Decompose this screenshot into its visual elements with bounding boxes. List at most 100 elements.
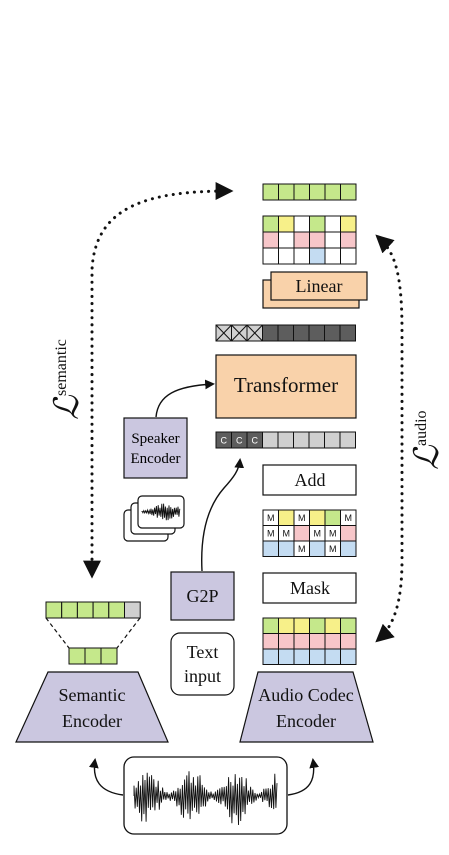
input-token-5	[293, 431, 310, 449]
logit-cell-r1-c1	[278, 231, 295, 249]
add-label: Add	[295, 470, 326, 490]
input-token-6	[308, 431, 325, 449]
semantic-encoder-label-line2: Encoder	[62, 711, 122, 731]
audio-codec-encoder-label-line2: Encoder	[276, 711, 336, 731]
speaker-encoder-label-line1: Speaker	[131, 431, 179, 447]
codec-cell-r0-c2	[293, 617, 310, 634]
arrow-g2p-to-input-sequence	[201, 458, 245, 572]
projection-dash-left	[45, 617, 70, 649]
logit-cell-r2-c4	[324, 247, 341, 265]
condition-token-letter: C	[236, 435, 243, 445]
mask-block: Mask	[262, 572, 357, 604]
audio-codec-encoder-block: Audio Codec Encoder	[239, 671, 374, 743]
codec-cell-r1-c0	[262, 633, 279, 650]
logit-cell-r0-c4	[324, 215, 341, 233]
codec-cell-r0-c3	[309, 617, 326, 634]
masked-cell-r2-c1	[278, 540, 295, 557]
input-token-4	[277, 431, 294, 449]
text-input-box	[170, 632, 235, 696]
transformer-label: Transformer	[234, 373, 338, 397]
linear-block-front	[270, 271, 368, 301]
logit-cell-r1-c3	[309, 231, 326, 249]
cross-line	[246, 324, 263, 342]
masked-cell-r0-c4	[324, 509, 341, 526]
logit-cell-r1-c0	[262, 231, 279, 249]
semantic-loss-superscript: semantic	[53, 339, 70, 396]
audio-codec-encoder-label-line1: Audio Codec	[258, 685, 353, 705]
logit-cell-r1-c4	[324, 231, 341, 249]
semantic-target-token-5	[340, 183, 357, 201]
mask-token-letter: M	[329, 528, 337, 538]
codec-cell-r1-c5	[340, 633, 357, 650]
linear-label: Linear	[296, 276, 343, 296]
codec-cell-r1-c4	[324, 633, 341, 650]
input-token-3	[262, 431, 279, 449]
text-input-label-line1: Text	[187, 642, 219, 662]
semantic-target-tokens	[262, 183, 357, 201]
g2p-box	[170, 571, 235, 621]
logit-cell-r0-c1	[278, 215, 295, 233]
g2p-label: G2P	[186, 586, 218, 606]
arrow-waveform-to-codec-encoder	[287, 758, 320, 796]
logit-cell-r0-c2	[293, 215, 310, 233]
codec-cell-r1-c1	[278, 633, 295, 650]
semantic-target-token-4	[324, 183, 341, 201]
mask-box	[262, 572, 357, 604]
mask-token-letter: M	[298, 513, 306, 523]
masked-cell-r2-c0	[262, 540, 279, 557]
codec-cell-r1-c2	[293, 633, 310, 650]
codec-cell-r0-c4	[324, 617, 341, 634]
transformer-block: Transformer	[215, 354, 357, 419]
codec-cell-r1-c3	[309, 633, 326, 650]
mask-token-letter: M	[298, 544, 306, 554]
audio-loss-label: ℒ audio	[409, 410, 446, 470]
logit-cell-r1-c2	[293, 231, 310, 249]
logit-cell-r2-c3	[309, 247, 326, 265]
arrow-waveform-to-semantic-encoder	[88, 758, 124, 796]
text-input-label-line2: input	[184, 666, 221, 686]
masked-cell-r2-c3	[309, 540, 326, 557]
masked-cell-r0-c1	[278, 509, 295, 526]
semantic-target-token-0	[262, 183, 279, 201]
logit-cell-r2-c2	[293, 247, 310, 265]
mask-label: Mask	[290, 578, 330, 598]
codec-cell-r2-c4	[324, 648, 341, 665]
logit-cell-r2-c0	[262, 247, 279, 265]
semantic-output-tokens-top	[45, 601, 141, 619]
masked-cell-r0-c3	[309, 509, 326, 526]
semantic-out-top-token-4	[108, 601, 126, 619]
mask-token-letter: M	[314, 528, 322, 538]
linear-block: Linear	[262, 271, 368, 309]
logit-cell-r2-c5	[340, 247, 357, 265]
semantic-loss-symbol: ℒ	[49, 394, 86, 420]
codec-cell-r2-c1	[278, 648, 295, 665]
text-input-block: Text input	[170, 632, 235, 696]
semantic-out-top-token-2	[76, 601, 94, 619]
speaker-encoder-label-line2: Encoder	[131, 451, 181, 467]
speaker-encoder-block: Speaker Encoder	[123, 417, 188, 479]
projection-dash-right	[116, 617, 141, 649]
speaker-reference-clips	[123, 495, 185, 542]
semantic-out-top-token-1	[61, 601, 78, 619]
codec-cell-r2-c5	[340, 648, 357, 665]
output-token-3	[262, 324, 279, 342]
input-token-8	[339, 431, 356, 449]
codec-cell-r2-c2	[293, 648, 310, 665]
mask-token-letter: M	[329, 544, 337, 554]
semantic-target-token-3	[309, 183, 326, 201]
codec-cell-r0-c5	[340, 617, 357, 634]
output-token-8	[339, 324, 356, 342]
codec-cell-r0-c1	[278, 617, 295, 634]
semantic-out-top-token-0	[45, 601, 63, 619]
audio-loss-arrow	[375, 234, 404, 643]
logit-cell-r0-c0	[262, 215, 279, 233]
semantic-output-tokens-bottom	[68, 647, 118, 665]
input-waveform-signal	[133, 771, 278, 826]
input-waveform	[133, 771, 278, 826]
codec-cell-r2-c0	[262, 648, 279, 665]
semantic-encoder-shape	[15, 671, 169, 743]
speaker-encoder-box	[123, 417, 188, 479]
